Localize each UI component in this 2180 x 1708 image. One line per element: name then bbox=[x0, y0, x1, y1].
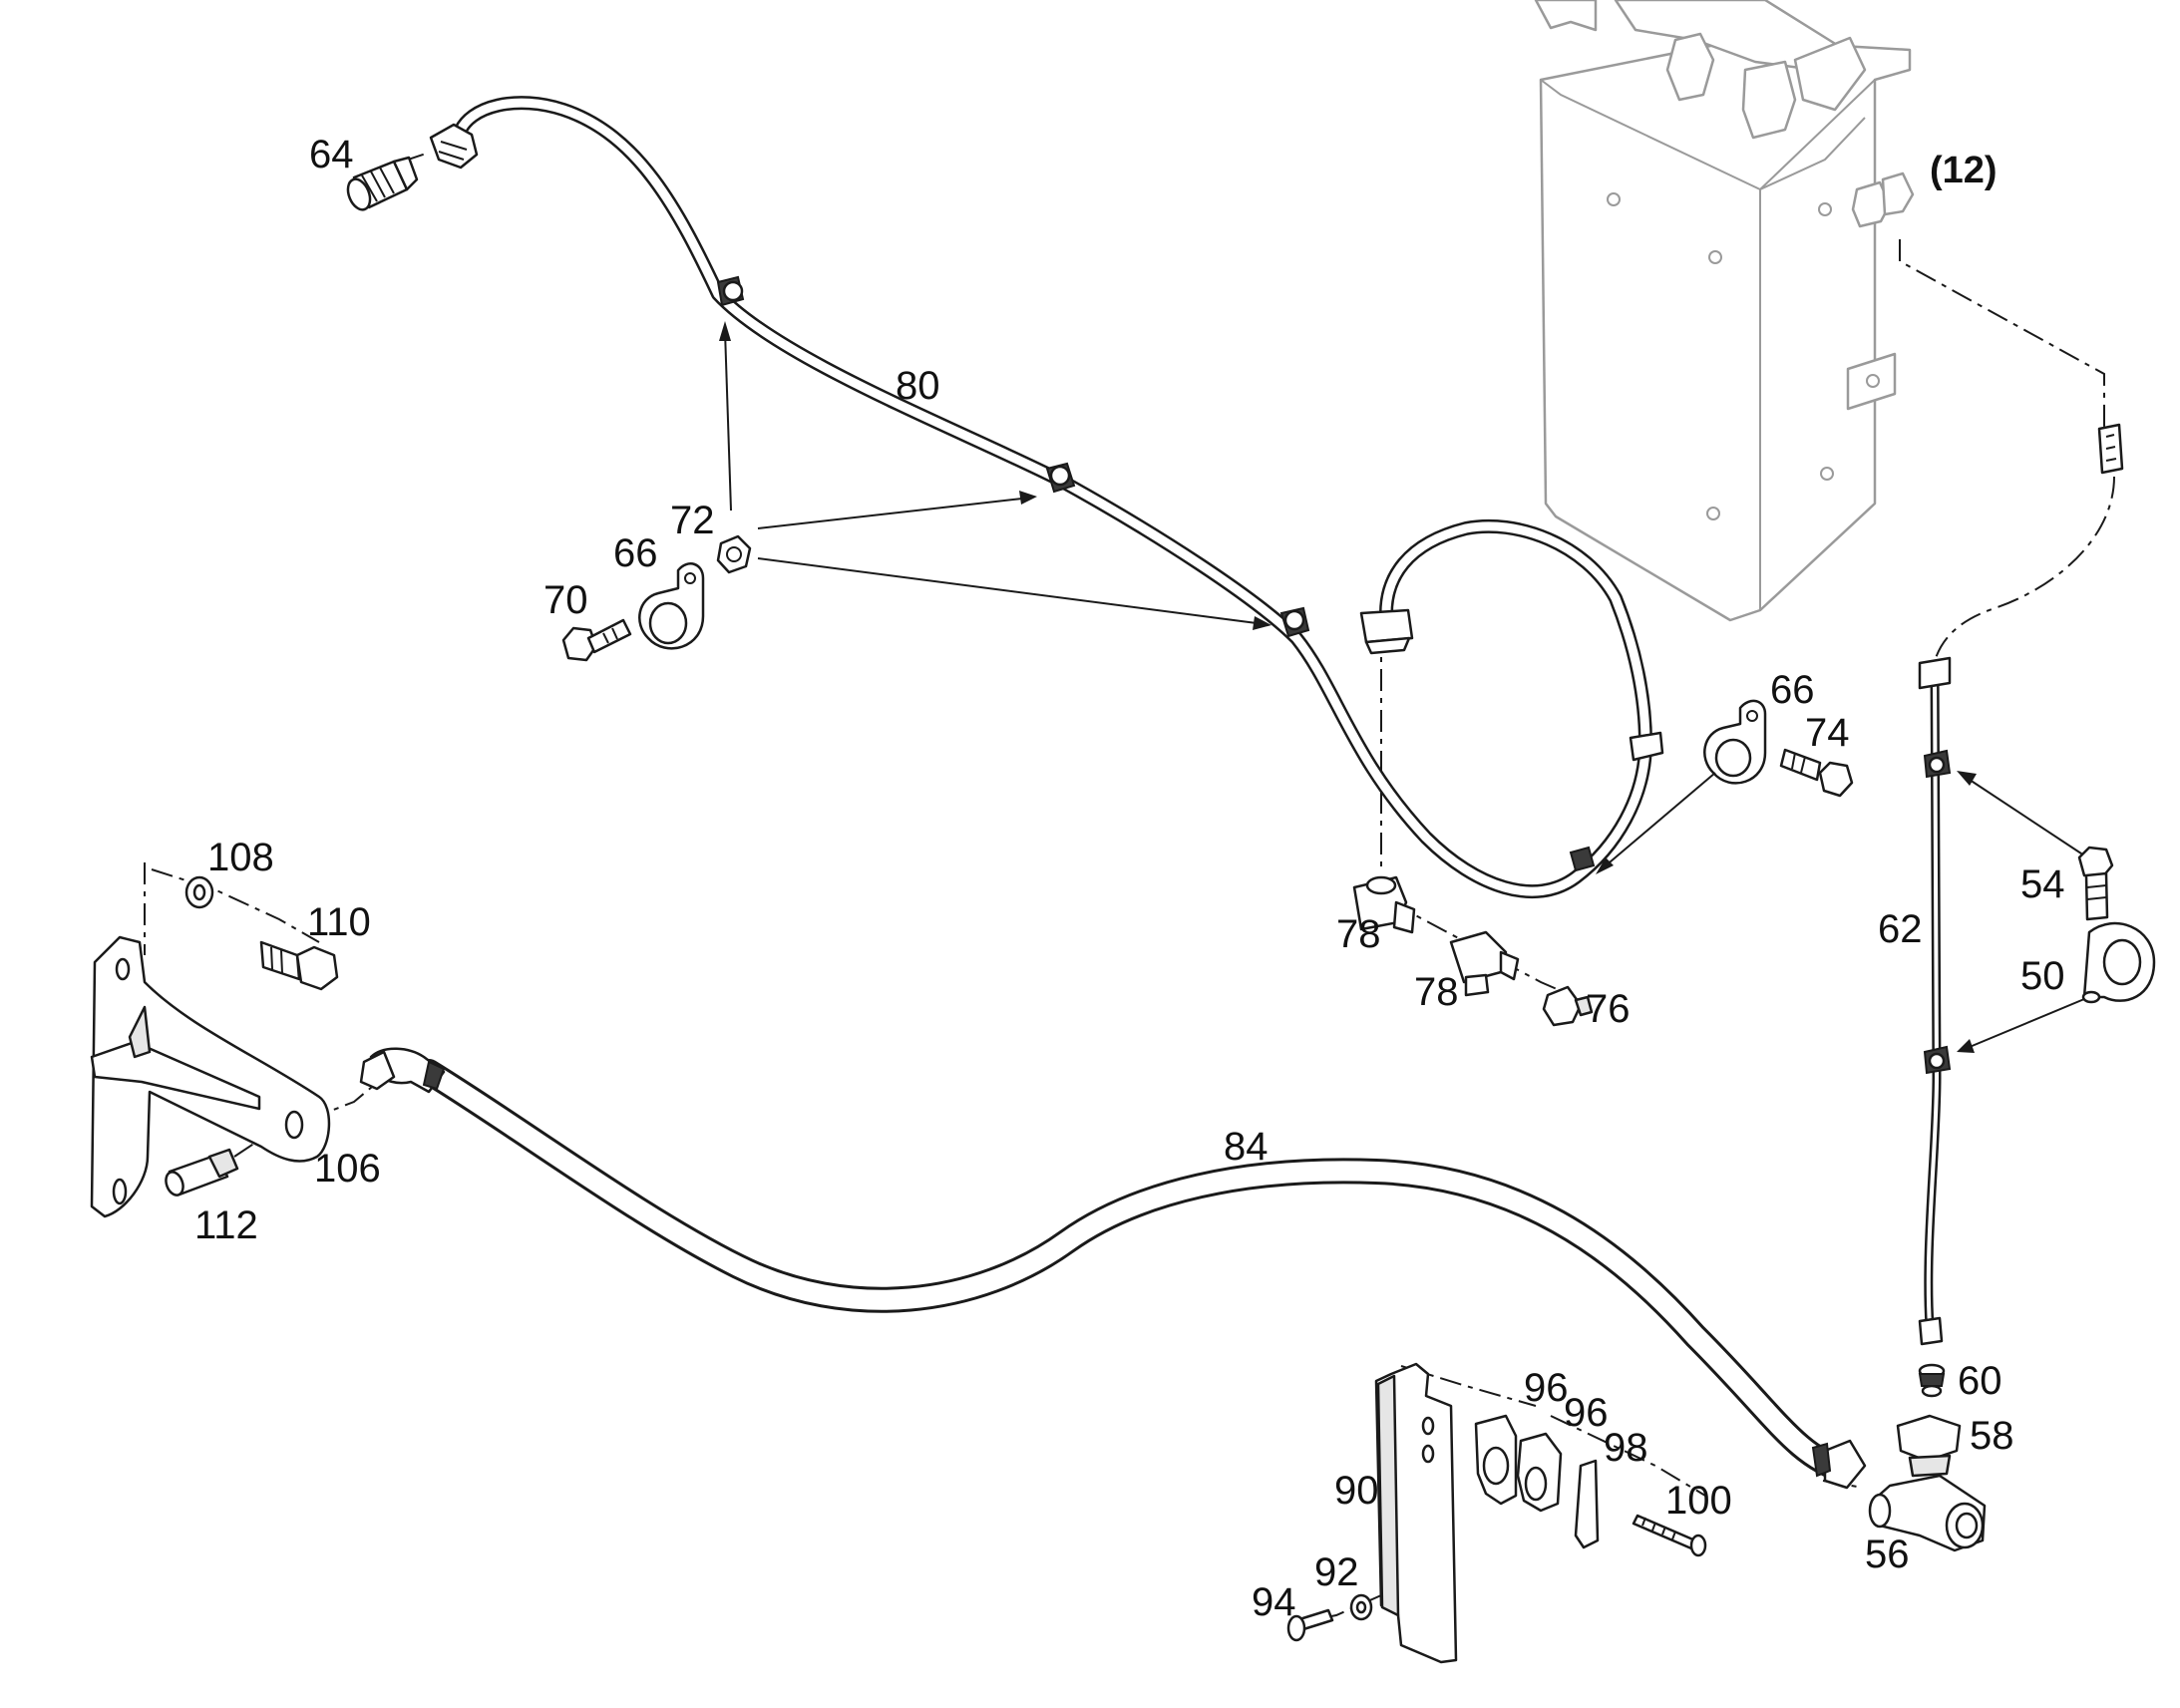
part-label-100: 100 bbox=[1665, 1479, 1732, 1523]
washer-108-icon bbox=[184, 875, 214, 909]
tank-line-fitting bbox=[2097, 423, 2124, 475]
part-label-56: 56 bbox=[1865, 1533, 1910, 1576]
part-label-70: 70 bbox=[544, 578, 588, 622]
part-label-74: 74 bbox=[1805, 711, 1850, 755]
part-label-94: 94 bbox=[1252, 1580, 1296, 1624]
washer-92-icon bbox=[1349, 1593, 1373, 1621]
hex-bolt-70-icon bbox=[561, 618, 632, 662]
part-label-76: 76 bbox=[1586, 987, 1631, 1031]
part-label-78-upper: 78 bbox=[1336, 912, 1381, 956]
hose-62 bbox=[1918, 656, 1952, 1346]
part-label-72: 72 bbox=[670, 499, 715, 542]
tee-fitting-78-upper-icon bbox=[1352, 875, 1416, 934]
part-label-60: 60 bbox=[1958, 1359, 2002, 1403]
plate-98-icon bbox=[1574, 1459, 1600, 1549]
screw-94-icon bbox=[1286, 1608, 1334, 1642]
part-label-106: 106 bbox=[314, 1147, 381, 1191]
part-label-80: 80 bbox=[896, 364, 940, 408]
p-clamp-icon bbox=[716, 275, 1596, 872]
tee-fitting-56-icon bbox=[1868, 1474, 1987, 1552]
part-label-50: 50 bbox=[2020, 954, 2065, 998]
leader-line-66-right bbox=[1596, 772, 1716, 874]
part-label-92: 92 bbox=[1314, 1550, 1359, 1594]
tank-reference-label: (12) bbox=[1930, 150, 1998, 191]
p-clamp-50-icon bbox=[2081, 921, 2156, 1004]
part-label-108: 108 bbox=[207, 836, 274, 879]
part-label-96-second: 96 bbox=[1564, 1391, 1609, 1435]
spacer-96-second-icon bbox=[1516, 1432, 1563, 1513]
tee-fitting-78-lower-icon bbox=[1449, 930, 1520, 997]
part-label-62: 62 bbox=[1878, 907, 1923, 951]
screw-100-icon bbox=[1632, 1514, 1707, 1557]
hose-80 bbox=[452, 96, 1664, 898]
fitting-58-icon bbox=[1896, 1414, 1962, 1478]
hex-bolt-110-icon bbox=[259, 940, 339, 991]
part-label-110: 110 bbox=[307, 900, 371, 944]
part-label-66-right: 66 bbox=[1770, 668, 1815, 712]
part-label-84: 84 bbox=[1224, 1125, 1269, 1169]
part-label-112: 112 bbox=[194, 1203, 258, 1247]
hex-bolt-74-icon bbox=[1779, 748, 1854, 798]
part-label-64: 64 bbox=[309, 133, 354, 176]
seal-ring-60-icon bbox=[1918, 1363, 1946, 1398]
hex-bolt-54-icon bbox=[2077, 846, 2114, 921]
p-clamp-66-icon bbox=[638, 562, 705, 650]
hydraulic-tank-icon bbox=[1534, 0, 1915, 622]
p-clamp-66-right-icon bbox=[1703, 699, 1767, 785]
hose-84 bbox=[359, 1047, 1867, 1490]
leader-lines-54-50 bbox=[1957, 771, 2085, 1053]
part-label-90: 90 bbox=[1334, 1469, 1379, 1513]
part-label-66-upper: 66 bbox=[613, 531, 658, 575]
hex-nut-icon bbox=[716, 534, 752, 574]
plug-fitting-76-icon bbox=[1542, 985, 1594, 1027]
bracket-plate-90-icon bbox=[1374, 1362, 1458, 1664]
threaded-fitting-64-icon bbox=[346, 156, 419, 211]
fitting-112-icon bbox=[165, 1148, 239, 1196]
part-label-96-first: 96 bbox=[1524, 1366, 1569, 1410]
leader-lines-72 bbox=[719, 321, 1272, 630]
part-label-78-lower: 78 bbox=[1414, 970, 1459, 1014]
part-label-54: 54 bbox=[2020, 862, 2065, 906]
mounting-bracket-106-icon bbox=[90, 935, 331, 1218]
hose-end-fitting bbox=[429, 123, 479, 170]
part-label-98: 98 bbox=[1604, 1426, 1648, 1470]
spacer-96-first-icon bbox=[1474, 1414, 1518, 1506]
part-label-58: 58 bbox=[1970, 1414, 2014, 1458]
